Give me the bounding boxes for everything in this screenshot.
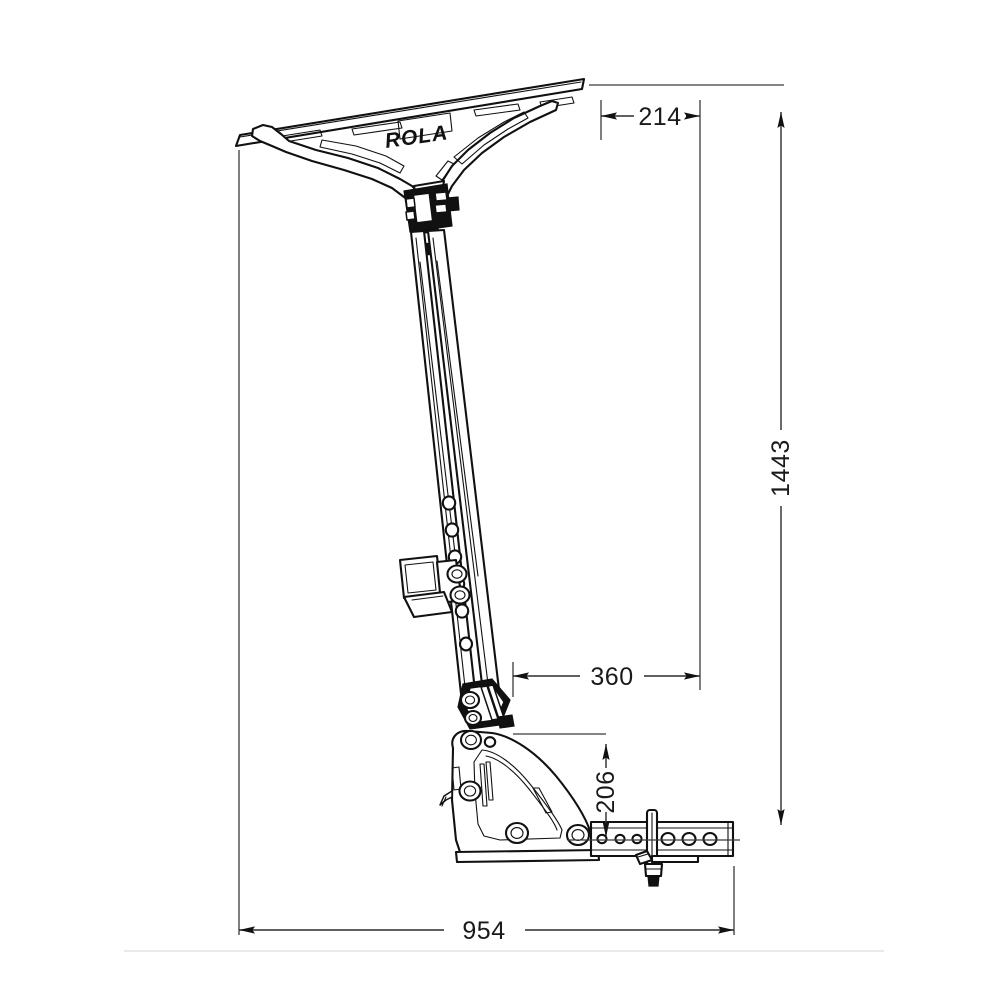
dimension-360: 360 (512, 200, 701, 697)
dimension-1443-text: 1443 (767, 439, 795, 497)
dimension-954: 954 (238, 150, 735, 945)
hitch-pin-lock (634, 808, 700, 887)
hitch-receiver-tube (589, 820, 735, 858)
lower-knuckle-clamp (457, 678, 515, 730)
dimension-360-text: 360 (590, 663, 633, 691)
pivot-plate (439, 729, 601, 864)
roof-style-crossbar (234, 77, 586, 148)
dimension-206: 206 (513, 733, 740, 841)
part-geometry-group (234, 77, 735, 887)
dimension-1443: 1443 (767, 112, 795, 825)
mid-bracket-clamp (398, 554, 471, 619)
dimension-214: 214 (589, 84, 784, 200)
telescoping-mast (409, 228, 502, 705)
rola-logo: ROLA (383, 121, 449, 153)
dimension-annotation-group: 214 1443 360 206 (124, 84, 884, 952)
dimension-214-text: 214 (638, 103, 681, 131)
rola-logo-text: ROLA (383, 121, 449, 153)
dimension-206-text: 206 (592, 770, 620, 813)
dimension-954-text: 954 (462, 917, 505, 945)
